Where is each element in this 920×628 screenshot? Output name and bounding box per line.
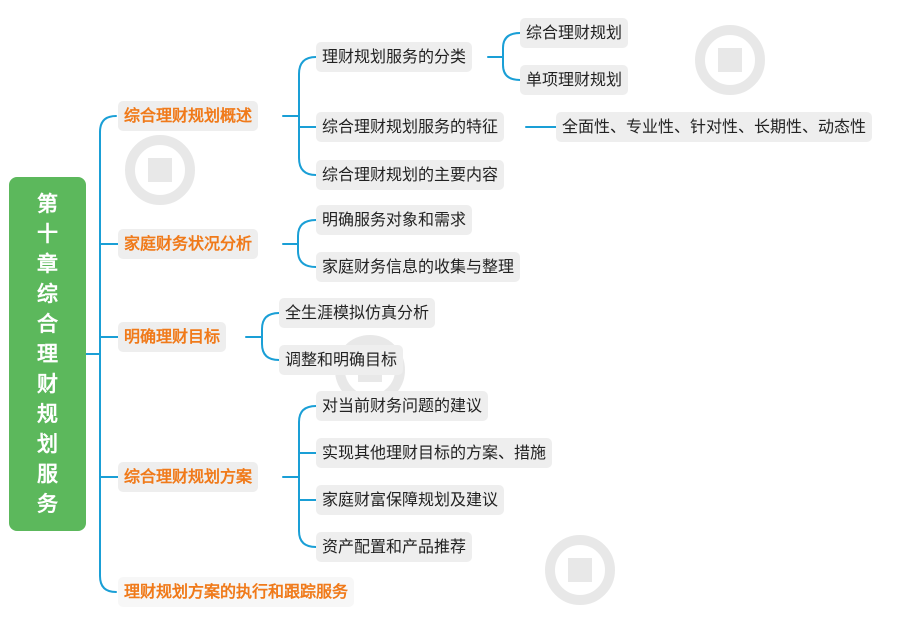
branch-financial-analysis: 家庭财务状况分析: [118, 229, 259, 259]
branch-overview: 综合理财规划概述: [118, 101, 259, 131]
node-single-planning: 单项理财规划: [520, 65, 629, 95]
node-service-category: 理财规划服务的分类: [316, 42, 473, 72]
branch-execution: 理财规划方案的执行和跟踪服务: [118, 577, 355, 607]
node-lifecycle-simulation: 全生涯模拟仿真分析: [279, 298, 436, 328]
node-other-goals: 实现其他理财目标的方案、措施: [316, 438, 553, 468]
node-current-advice: 对当前财务问题的建议: [316, 391, 489, 421]
node-info-collection: 家庭财务信息的收集与整理: [316, 252, 521, 282]
connector: [99, 115, 117, 593]
node-client-needs: 明确服务对象和需求: [316, 205, 473, 235]
node-comprehensive-planning: 综合理财规划: [520, 18, 629, 48]
node-adjust-goals: 调整和明确目标: [279, 345, 404, 375]
root-node: 第十章综合理财规划服务: [9, 177, 86, 531]
node-protection-plan: 家庭财富保障规划及建议: [316, 485, 505, 515]
connector: [298, 405, 317, 548]
node-feature-list: 全面性、专业性、针对性、长期性、动态性: [556, 112, 873, 142]
node-service-features: 综合理财规划服务的特征: [316, 112, 505, 142]
node-asset-allocation: 资产配置和产品推荐: [316, 532, 473, 562]
root-label: 第十章综合理财规划服务: [37, 192, 58, 516]
connector: [502, 32, 521, 81]
connector: [261, 312, 280, 361]
node-main-content: 综合理财规划的主要内容: [316, 160, 505, 190]
connector: [298, 56, 317, 176]
connector: [297, 219, 317, 268]
branch-plan: 综合理财规划方案: [118, 462, 259, 492]
branch-goals: 明确理财目标: [118, 322, 227, 352]
